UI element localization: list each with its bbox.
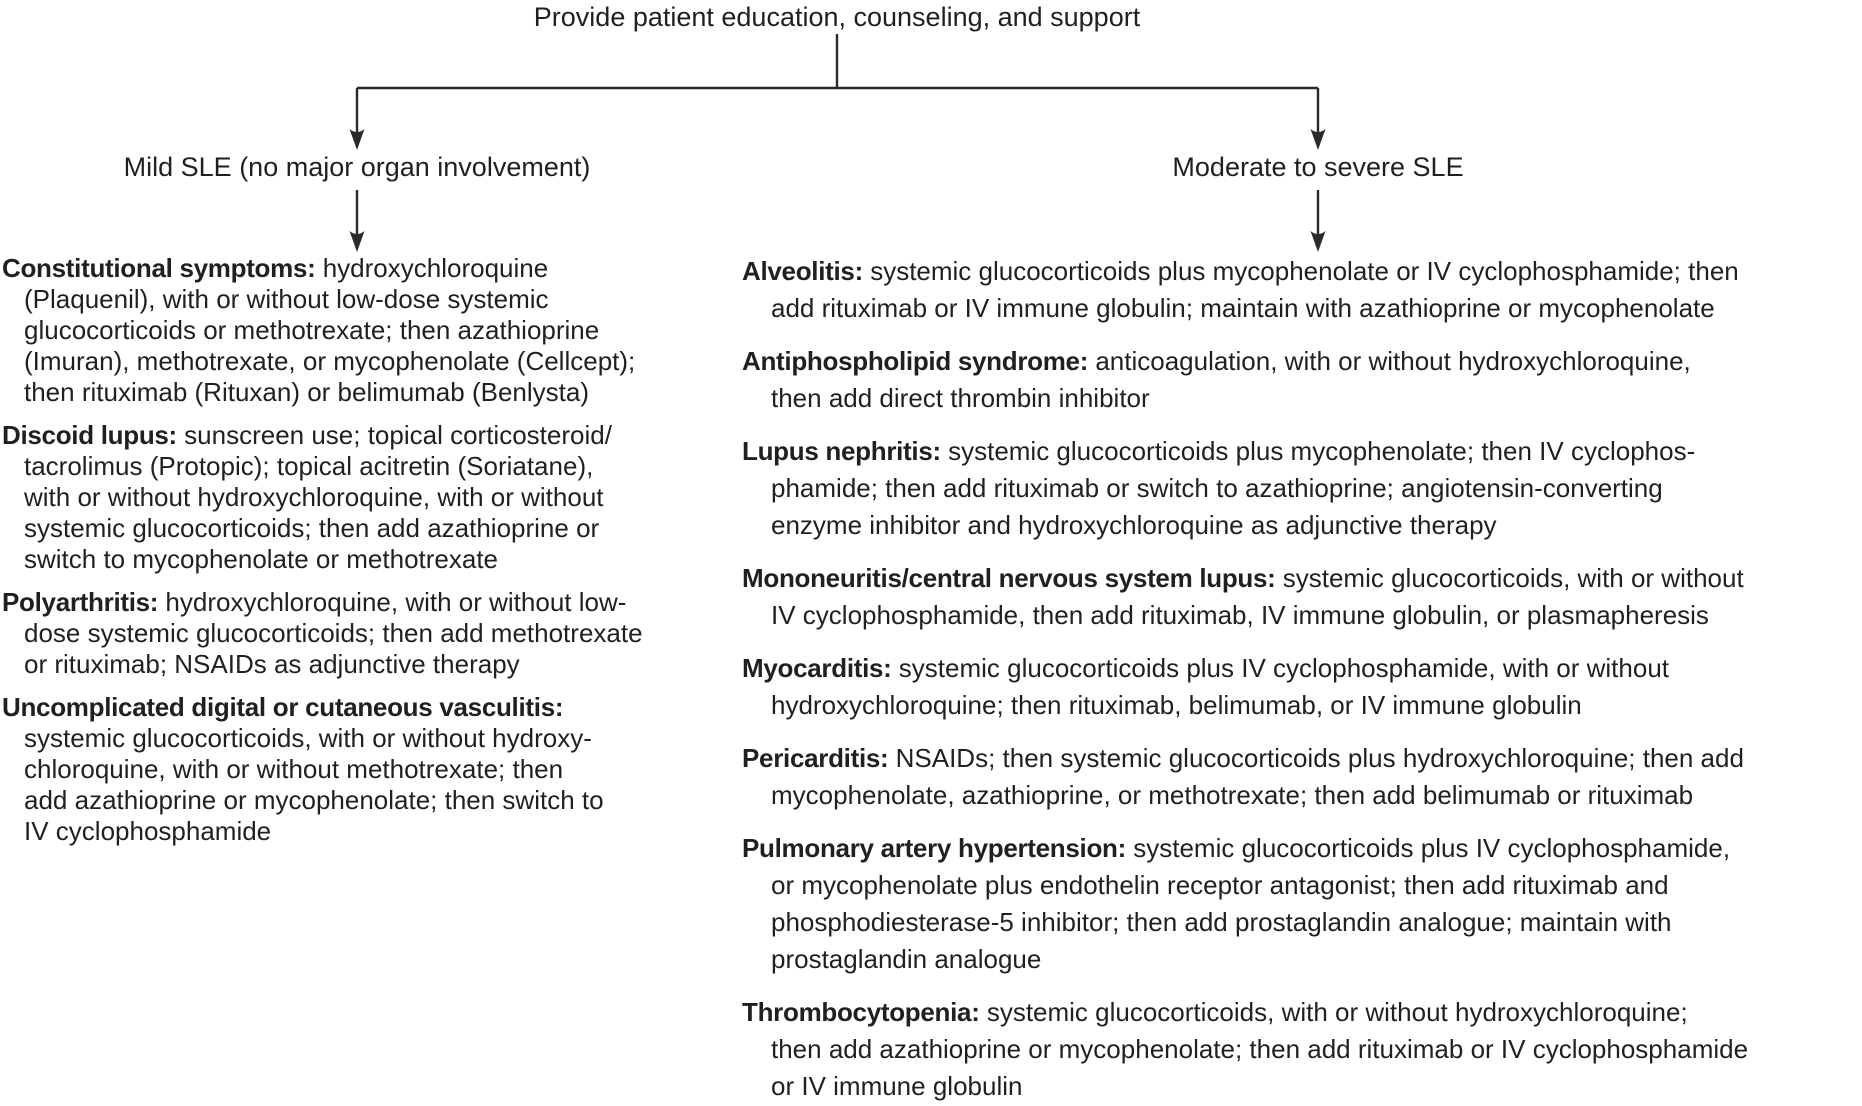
entry-heading: Thrombocytopenia: [742, 997, 980, 1027]
entry-text: systemic glucocorticoids, with or withou… [986, 997, 1688, 1027]
entry-mononeuritis-cns-lupus: Mononeuritis/central nervous system lupu… [742, 560, 1860, 634]
arrow-down-icon [349, 231, 365, 252]
entry-line: Pulmonary artery hypertension: systemic … [742, 830, 1860, 867]
entry-constitutional-symptoms: Constitutional symptoms: hydroxychloroqu… [2, 253, 642, 408]
root-node-label: Provide patient education, counseling, a… [533, 2, 1141, 32]
entry-heading: Constitutional symptoms: [2, 253, 316, 283]
entry-line: then add azathioprine or mycophenolate; … [771, 1034, 1749, 1064]
entry-line: IV cyclophosphamide [24, 816, 272, 846]
entry-antiphospholipid-syndrome: Antiphospholipid syndrome: anticoagulati… [742, 343, 1860, 417]
entry-pulmonary-artery-hypertension: Pulmonary artery hypertension: systemic … [742, 830, 1860, 978]
entry-heading: Lupus nephritis: [742, 436, 941, 466]
entry-line: Pericarditis: NSAIDs; then systemic gluc… [742, 740, 1860, 777]
entry-line: Discoid lupus: sunscreen use; topical co… [2, 420, 642, 451]
connector-path [355, 34, 1320, 237]
entry-line: or IV immune globulin [771, 1071, 1023, 1101]
entry-line: (Imuran), methotrexate, or mycophenolate… [24, 346, 636, 376]
entry-line: dose systemic glucocorticoids; then add … [24, 618, 643, 648]
entry-heading: Mononeuritis/central nervous system lupu… [742, 563, 1276, 593]
entry-alveolitis: Alveolitis: systemic glucocorticoids plu… [742, 253, 1860, 327]
moderate-severe-sle-column: Alveolitis: systemic glucocorticoids plu… [742, 253, 1860, 1106]
entry-text: hydroxychloroquine [322, 253, 549, 283]
entry-discoid-lupus: Discoid lupus: sunscreen use; topical co… [2, 420, 642, 575]
entry-text: systemic glucocorticoids plus IV cycloph… [898, 653, 1670, 683]
entry-heading: Pulmonary artery hypertension: [742, 833, 1126, 863]
entry-text: systemic glucocorticoids, with or withou… [1282, 563, 1744, 593]
arrow-down-icon [1310, 231, 1326, 252]
entry-heading: Antiphospholipid syndrome: [742, 346, 1089, 376]
entry-line: Antiphospholipid syndrome: anticoagulati… [742, 343, 1860, 380]
entry-line: prostaglandin analogue [771, 944, 1042, 974]
connector-lines [349, 34, 1326, 252]
entry-line: or mycophenolate plus endothelin recepto… [771, 870, 1669, 900]
entry-text: sunscreen use; topical corticosteroid/ [184, 420, 612, 450]
entry-line: systemic glucocorticoids, with or withou… [24, 723, 592, 753]
entry-myocarditis: Myocarditis: systemic glucocorticoids pl… [742, 650, 1860, 724]
entry-line: add azathioprine or mycophenolate; then … [24, 785, 604, 815]
entry-line: Uncomplicated digital or cutaneous vascu… [2, 692, 642, 723]
entry-line: with or without hydroxychloroquine, with… [24, 482, 604, 512]
entry-line: Lupus nephritis: systemic glucocorticoid… [742, 433, 1860, 470]
entry-text: systemic glucocorticoids plus mycophenol… [870, 256, 1739, 286]
entry-line: chloroquine, with or without methotrexat… [24, 754, 564, 784]
entry-lupus-nephritis: Lupus nephritis: systemic glucocorticoid… [742, 433, 1860, 544]
entry-heading: Uncomplicated digital or cutaneous vascu… [2, 692, 564, 722]
entry-line: IV cyclophosphamide, then add rituximab,… [771, 600, 1709, 630]
entry-line: Mononeuritis/central nervous system lupu… [742, 560, 1860, 597]
entry-line: hydroxychloroquine; then rituximab, beli… [771, 690, 1582, 720]
entry-line: then rituximab (Rituxan) or belimumab (B… [24, 377, 589, 407]
entry-pericarditis: Pericarditis: NSAIDs; then systemic gluc… [742, 740, 1860, 814]
arrow-down-icon [1310, 129, 1326, 150]
entry-heading: Alveolitis: [742, 256, 863, 286]
entry-line: Myocarditis: systemic glucocorticoids pl… [742, 650, 1860, 687]
branch-label-mild-sle: Mild SLE (no major organ involvement) [123, 152, 591, 182]
entry-line: glucocorticoids or methotrexate; then az… [24, 315, 600, 345]
entry-heading: Discoid lupus: [2, 420, 177, 450]
entry-line: Alveolitis: systemic glucocorticoids plu… [742, 253, 1860, 290]
entry-line: tacrolimus (Protopic); topical acitretin… [24, 451, 594, 481]
entry-thrombocytopenia: Thrombocytopenia: systemic glucocorticoi… [742, 994, 1860, 1105]
entry-line: switch to mycophenolate or methotrexate [24, 544, 499, 574]
entry-line: (Plaquenil), with or without low-dose sy… [24, 284, 549, 314]
entry-line: or rituximab; NSAIDs as adjunctive thera… [24, 649, 520, 679]
entry-text: hydroxychloroquine, with or without low- [165, 587, 627, 617]
entry-uncomplicated-vasculitis: Uncomplicated digital or cutaneous vascu… [2, 692, 642, 847]
entry-line: Polyarthritis: hydroxychloroquine, with … [2, 587, 642, 618]
entry-line: add rituximab or IV immune globulin; mai… [771, 293, 1715, 323]
entry-line: Constitutional symptoms: hydroxychloroqu… [2, 253, 642, 284]
entry-heading: Pericarditis: [742, 743, 889, 773]
entry-line: phosphodiesterase-5 inhibitor; then add … [771, 907, 1672, 937]
entry-polyarthritis: Polyarthritis: hydroxychloroquine, with … [2, 587, 643, 680]
entry-text: anticoagulation, with or without hydroxy… [1095, 346, 1691, 376]
entry-line: phamide; then add rituximab or switch to… [771, 473, 1663, 503]
entry-heading: Polyarthritis: [2, 587, 159, 617]
branch-label-moderate-severe-sle: Moderate to severe SLE [1172, 152, 1464, 182]
entry-line: systemic glucocorticoids; then add azath… [24, 513, 600, 543]
entry-text: NSAIDs; then systemic glucocorticoids pl… [895, 743, 1744, 773]
entry-heading: Myocarditis: [742, 653, 892, 683]
entry-line: enzyme inhibitor and hydroxychloroquine … [771, 510, 1497, 540]
arrow-down-icon [349, 129, 365, 150]
entry-text: systemic glucocorticoids plus IV cycloph… [1133, 833, 1731, 863]
entry-line: mycophenolate, azathioprine, or methotre… [771, 780, 1694, 810]
entry-line: Thrombocytopenia: systemic glucocorticoi… [742, 994, 1860, 1031]
entry-line: then add direct thrombin inhibitor [771, 383, 1150, 413]
entry-text: systemic glucocorticoids plus mycophenol… [948, 436, 1696, 466]
mild-sle-column: Constitutional symptoms: hydroxychloroqu… [2, 253, 643, 859]
